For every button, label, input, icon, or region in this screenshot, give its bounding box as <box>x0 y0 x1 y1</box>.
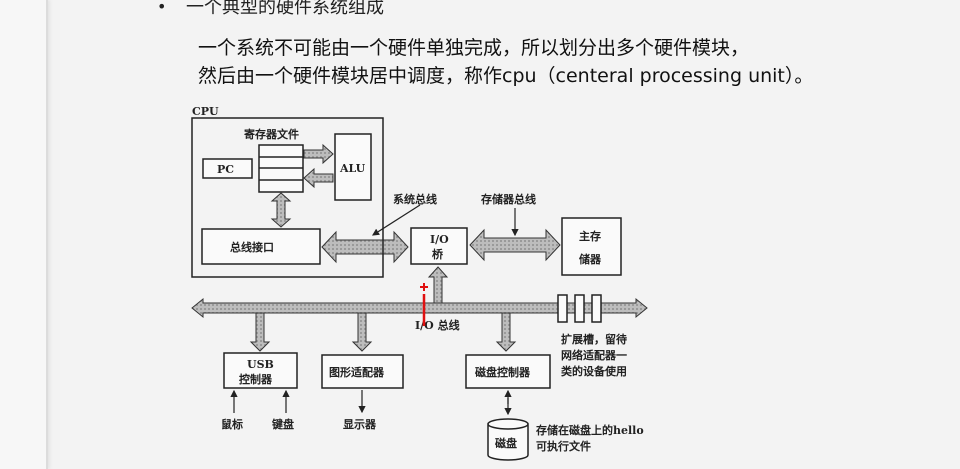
disk-controller-label: 磁盘控制器 <box>475 365 531 379</box>
bridge-up-arrow <box>427 266 449 304</box>
pc-label: PC <box>217 163 234 176</box>
usb-controller-box <box>223 352 298 389</box>
cpu-box <box>191 117 384 278</box>
expansion-slot <box>591 294 602 323</box>
disk-cylinder <box>487 418 529 461</box>
io-bridge-label-2: 桥 <box>432 247 444 261</box>
main-memory-label-2: 储器 <box>579 252 602 266</box>
disk-note-2: 可执行文件 <box>536 439 591 453</box>
expansion-note-2: 网络适配器一 <box>561 348 627 362</box>
expansion-slot <box>574 294 585 323</box>
mouse-cursor-icon <box>420 283 428 326</box>
pc-register <box>202 158 253 179</box>
io-bridge-label-1: I/O <box>430 233 449 246</box>
usb-label-2: 控制器 <box>239 372 273 386</box>
expansion-note-3: 类的设备使用 <box>561 364 627 378</box>
graphics-adapter-label: 图形适配器 <box>329 365 385 379</box>
slide-left-margin <box>0 0 48 469</box>
io-bus-label: I/O 总线 <box>415 318 460 332</box>
bus-interface-box <box>201 228 321 265</box>
memory-bus-arrow <box>469 228 561 262</box>
body-line-1: 一个系统不可能由一个硬件单独完成，所以划分出多个硬件模块， <box>198 37 750 59</box>
memory-bus-label: 存储器总线 <box>481 192 536 206</box>
mouse-label: 鼠标 <box>221 417 243 431</box>
bus-interface-label: 总线接口 <box>230 240 274 254</box>
keyboard-label: 键盘 <box>271 417 294 431</box>
io-bus-arrow <box>191 297 648 319</box>
main-memory-label-1: 主存 <box>579 229 601 243</box>
disk-note-1: 存储在磁盘上的hello <box>536 423 644 437</box>
body-line-2: 然后由一个硬件模块居中调度，称作cpu（centeral processing … <box>198 65 814 87</box>
alu-box <box>334 133 372 201</box>
bullet-title: 一个典型的硬件系统组成 <box>186 0 384 18</box>
io-bridge-box <box>410 227 468 265</box>
usb-label-1: USB <box>247 358 274 371</box>
main-memory-box <box>561 217 622 276</box>
bullet-icon: • <box>157 0 167 16</box>
system-bus-arrow <box>321 230 409 264</box>
disk-controller-box <box>465 354 551 389</box>
graphics-adapter-box <box>321 354 404 389</box>
alu-label: ALU <box>339 162 366 175</box>
register-file-label: 寄存器文件 <box>244 127 299 141</box>
expansion-note-1: 扩展槽，留待 <box>561 332 627 346</box>
expansion-slot <box>557 294 568 323</box>
cpu-label: CPU <box>192 105 219 118</box>
system-bus-label: 系统总线 <box>393 192 437 206</box>
disk-label: 磁盘 <box>495 436 517 450</box>
display-label: 显示器 <box>343 418 377 431</box>
